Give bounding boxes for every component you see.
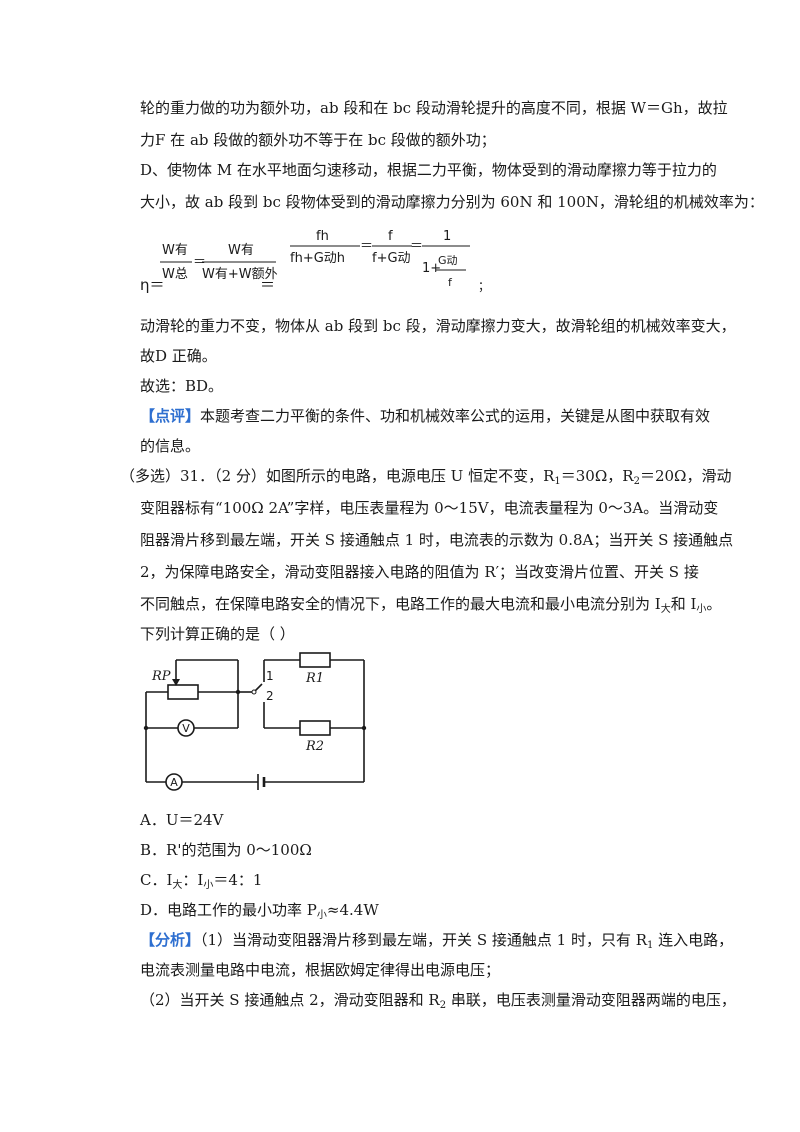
formula-semicolon: ； [478,279,490,293]
question-line-3: 阻器滑片移到最左端，开关 S 接通触点 1 时，电流表的示数为 0.8A；当开关… [140,531,734,549]
option-c: C．I大：I小＝4：1 [140,871,263,891]
question-line-4: 2，为保障电路安全，滑动变阻器接入电路的阻值为 R′；当改变滑片位置、开关 S … [140,563,699,581]
formula-eta: η＝ [140,276,165,294]
switch-terminal-2: 2 [266,689,274,703]
formula-eq-2: ＝ [260,276,275,294]
formula-w-you-plus-e: W有+W额外 [202,267,278,282]
circuit-diagram: RP R1 R2 V A 1 2 [143,652,367,791]
formula-f: f [388,229,393,244]
question-line-2: 变阻器标有“100Ω 2A”字样，电压表量程为 0～15V，电流表量程为 0～3… [140,499,719,517]
formula-one: 1 [443,229,451,244]
text-line-4: 大小，故 ab 段到 bc 段物体受到的滑动摩擦力分别为 60N 和 100N，… [140,193,764,211]
text-line-3: D、使物体 M 在水平地面匀速移动，根据二力平衡，物体受到的滑动摩擦力等于拉力的 [140,161,717,179]
text-line-8: 【点评】本题考查二力平衡的条件、功和机械效率公式的运用，关键是从图中获取有效 [140,406,710,426]
text-line-6: 故D 正确。 [140,347,217,365]
option-b: B．R'的范围为 0～100Ω [140,841,312,859]
text-line-1: 轮的重力做的功为额外功，ab 段和在 bc 段动滑轮提升的高度不同，根据 W＝G… [140,99,728,117]
formula-f2: f [448,276,453,289]
efficiency-formula: η＝ W有 W总 ＝ W有 W有+W额外 ＝ fh fh+G动h ＝ f f+G… [140,229,490,294]
formula-eq-1: ＝ [193,255,206,270]
option-d: D．电路工作的最小功率 P小≈4.4W [140,901,379,921]
question-line-6: 下列计算正确的是（ ） [140,625,295,643]
formula-eq-3: ＝ [360,239,373,254]
switch-terminal-1: 1 [266,669,274,683]
text-line-5: 动滑轮的重力不变，物体从 ab 段到 bc 段，滑动摩擦力变大，故滑轮组的机械效… [140,317,736,335]
formula-fh: fh [316,229,329,244]
formula-w-zong: W总 [162,267,188,282]
formula-eq-4: ＝ [410,239,423,254]
label-r2: R2 [305,739,324,754]
question-line-1: （多选）31．（2 分）如图所示的电路，电源电压 U 恒定不变，R1＝30Ω，R… [120,467,732,487]
formula-g-dong: G动 [438,254,458,267]
review-tag: 【点评】 [140,407,201,425]
review-text: 本题考查二力平衡的条件、功和机械效率公式的运用，关键是从图中获取有效 [200,407,711,425]
analysis-line-2: 电流表测量电路中电流，根据欧姆定律得出电源电压； [140,961,501,979]
text-line-9: 的信息。 [140,437,201,455]
ammeter-label: A [170,776,178,789]
label-rp: RP [151,669,171,684]
analysis-line-3: （2）当开关 S 接通触点 2，滑动变阻器和 R2 串联，电压表测量滑动变阻器两… [140,991,736,1011]
question-line-5: 不同触点，在保障电路安全的情况下，电路工作的最大电流和最小电流分别为 I大和 I… [140,595,722,615]
formula-f-g: f+G动 [372,251,411,266]
formula-w-you-2: W有 [228,243,254,258]
text-line-7: 故选：BD。 [140,377,224,395]
formula-w-you: W有 [162,243,188,258]
analysis-tag: 【分析】 [140,931,201,949]
option-a: A．U＝24V [140,811,224,829]
analysis-line-1: 【分析】（1）当滑动变阻器滑片移到最左端，开关 S 接通触点 1 时，只有 R1… [140,931,734,951]
formula-fh-gh: fh+G动h [290,251,345,266]
formula-one-plus: 1+ [422,261,441,276]
text-line-2: 力F 在 ab 段做的额外功不等于在 bc 段做的额外功； [140,131,496,149]
label-r1: R1 [305,671,324,686]
voltmeter-label: V [182,722,190,735]
